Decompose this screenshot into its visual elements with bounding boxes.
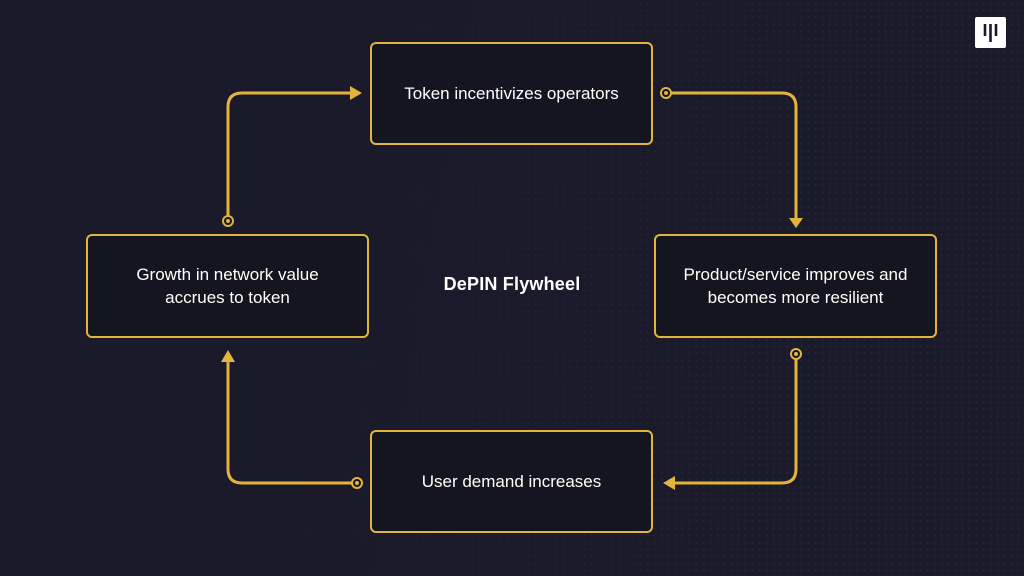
- node-token-incentivizes: Token incentivizes operators: [370, 42, 653, 145]
- connector-top-to-right: [664, 91, 798, 220]
- arrowhead-bottom-box: [663, 476, 675, 490]
- node-label: User demand increases: [421, 472, 602, 491]
- arrowhead-left-box: [221, 350, 235, 362]
- node-user-demand: User demand increases: [370, 430, 653, 533]
- pitchbook-logo-icon: [975, 17, 1006, 48]
- node-network-value-growth: Growth in network value accrues to token: [86, 234, 369, 338]
- arrowhead-top-box: [350, 86, 362, 100]
- node-label: Token incentivizes operators: [404, 84, 619, 103]
- connector-bottom-to-left: [226, 360, 359, 485]
- node-label: Product/service improves and becomes mor…: [683, 265, 908, 307]
- diagram-title: DePIN Flywheel: [443, 274, 581, 294]
- connector-left-to-top: [226, 91, 352, 223]
- node-label: Growth in network value accrues to token: [136, 265, 319, 307]
- node-product-improves: Product/service improves and becomes mor…: [654, 234, 937, 338]
- connector-right-to-bottom: [673, 352, 798, 485]
- arrowhead-right-box: [789, 218, 803, 228]
